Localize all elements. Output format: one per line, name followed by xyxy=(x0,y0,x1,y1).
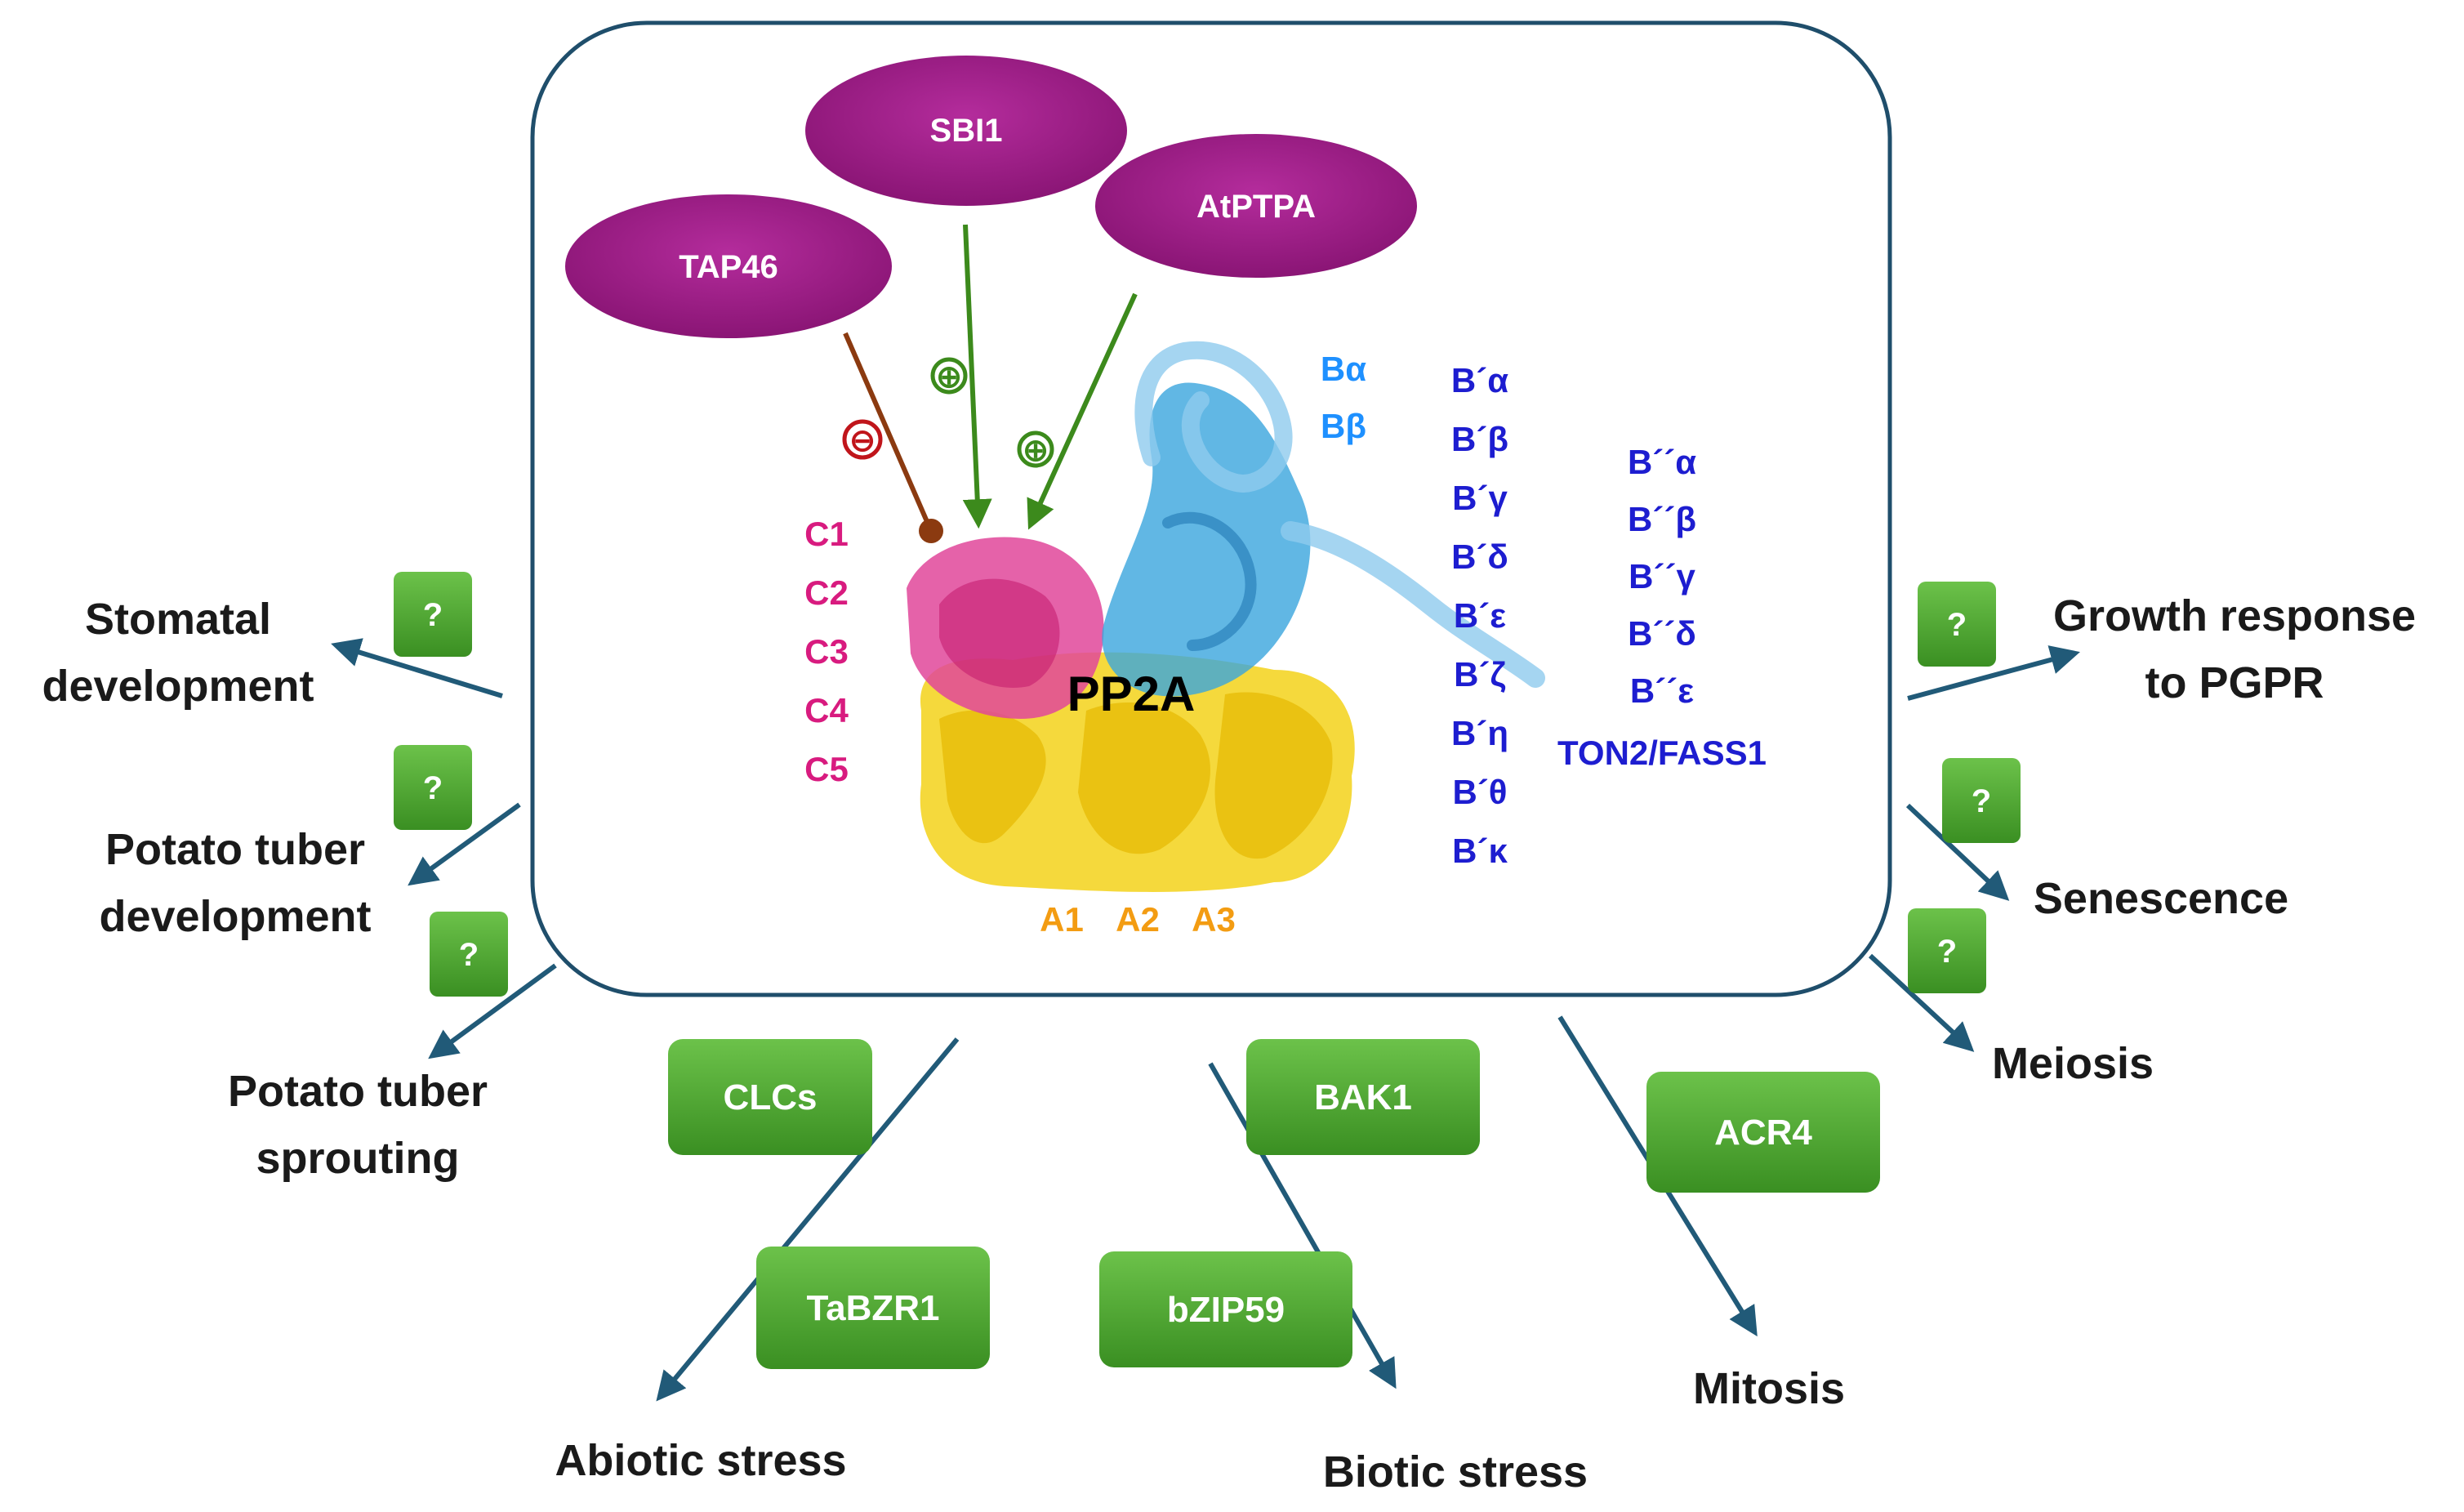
svg-text:⊕: ⊕ xyxy=(1023,434,1049,468)
subunit-bp-3: B´γ xyxy=(1452,479,1508,517)
subunit-bp-9: B´κ xyxy=(1452,832,1508,870)
regulator-atptpa: AtPTPA xyxy=(1095,134,1417,278)
outcome-biotic: Biotic stress xyxy=(1323,1447,1588,1496)
svg-text:⊕: ⊕ xyxy=(936,360,962,395)
unknown-markers: ? ? ? ? ? ? xyxy=(394,572,2021,997)
outcome-stomatal-1: Stomatal xyxy=(85,595,271,644)
arrow-abiotic xyxy=(656,1037,960,1402)
subunit-bp-2: B´β xyxy=(1451,420,1508,458)
tap46-inhibition-line xyxy=(843,332,933,533)
b-double-prime-subunit-list: B´´α B´´β B´´γ B´´δ B´´ε TON2/FASS1 xyxy=(1557,443,1767,772)
outcome-senescence: Senescence xyxy=(2034,874,2288,923)
outcome-tuber-dev-2: development xyxy=(99,892,371,941)
outcome-mitosis: Mitosis xyxy=(1693,1364,1845,1413)
interactor-acr4: ACR4 xyxy=(1714,1113,1812,1153)
tap46-minus-sign: ⊖ xyxy=(842,419,883,460)
subunit-b-alpha: Bα xyxy=(1321,350,1366,388)
regulator-atptpa-label: AtPTPA xyxy=(1196,189,1316,225)
outcome-tuber-sprout-2: sprouting xyxy=(256,1134,460,1183)
subunit-c3: C3 xyxy=(804,632,849,671)
subunit-bpp-5: B´´ε xyxy=(1630,671,1694,710)
outcome-pgpr-2: to PGPR xyxy=(2145,658,2324,707)
catalytic-subunit-list: C1 C2 C3 C4 C5 xyxy=(804,515,849,788)
interactor-bak1-box xyxy=(1246,1039,1480,1155)
subunit-bp-5: B´ε xyxy=(1454,596,1506,635)
interactor-bzip59: bZIP59 xyxy=(1167,1290,1285,1330)
subunit-bp-8: B´θ xyxy=(1452,773,1507,811)
regulator-sbi1-label: SBI1 xyxy=(930,113,1003,149)
regulator-sbi1: SBI1 xyxy=(805,56,1127,206)
subunit-bp-7: B´η xyxy=(1451,714,1508,752)
unknown-tuber-dev: ? xyxy=(423,770,443,806)
interactor-boxes: CLCs TaBZR1 BAK1 bZIP59 ACR4 xyxy=(668,1039,1880,1369)
arrow-tuber-sprout xyxy=(428,963,557,1059)
cell-frame xyxy=(530,20,1892,997)
interactor-bak1: BAK1 xyxy=(1314,1077,1412,1117)
outcome-abiotic: Abiotic stress xyxy=(555,1436,846,1485)
sbi1-activation-arrow xyxy=(962,224,992,529)
subunit-a1: A1 xyxy=(1040,900,1084,939)
interactor-tabzr1: TaBZR1 xyxy=(807,1288,940,1328)
arrow-stomatal xyxy=(331,638,503,698)
subunit-a3: A3 xyxy=(1192,900,1236,939)
regulator-tap46-label: TAP46 xyxy=(679,249,778,285)
outcome-tuber-dev-1: Potato tuber xyxy=(105,825,365,874)
outcome-pgpr-1: Growth response xyxy=(2053,591,2416,640)
interactor-acr4-box xyxy=(1646,1072,1880,1193)
pp2a-label: PP2A xyxy=(1067,667,1196,721)
outcome-stomatal-2: development xyxy=(42,662,314,711)
subunit-b-beta: Bβ xyxy=(1321,407,1366,445)
outcome-labels: Stomatal development Potato tuber develo… xyxy=(42,591,2416,1496)
scaffold-subunit-list: A1 A2 A3 xyxy=(1040,900,1236,939)
subunit-c4: C4 xyxy=(804,691,849,729)
subunit-c5: C5 xyxy=(804,750,849,788)
unknown-meiosis: ? xyxy=(1937,934,1957,970)
subunit-bpp-2: B´´β xyxy=(1628,500,1696,538)
regulator-tap46: TAP46 xyxy=(565,194,892,338)
arrow-senescence xyxy=(1905,803,2010,901)
unknown-senescence: ? xyxy=(1972,783,1991,819)
subunit-ton2-fass1: TON2/FASS1 xyxy=(1557,734,1767,772)
subunit-bpp-1: B´´α xyxy=(1628,443,1696,481)
subunit-bp-6: B´ζ xyxy=(1454,655,1506,694)
interactor-clcs: CLCs xyxy=(724,1077,818,1117)
outcome-tuber-sprout-1: Potato tuber xyxy=(228,1067,488,1116)
svg-text:⊖: ⊖ xyxy=(849,424,876,458)
subunit-a2: A2 xyxy=(1116,900,1160,939)
arrow-meiosis xyxy=(1868,953,1975,1052)
unknown-tuber-sprout: ? xyxy=(459,937,479,973)
arrow-tuber-dev xyxy=(408,802,521,886)
interactor-tabzr1-box xyxy=(756,1247,990,1369)
subunit-bp-1: B´α xyxy=(1451,361,1508,399)
subunit-c2: C2 xyxy=(804,573,849,612)
unknown-stomatal: ? xyxy=(423,597,443,633)
arrow-pgpr xyxy=(1907,645,2080,701)
atptpa-activation-arrow xyxy=(1027,292,1138,530)
subunit-bp-4: B´δ xyxy=(1451,537,1508,576)
unknown-pgpr: ? xyxy=(1947,607,1967,643)
interactor-clcs-box xyxy=(668,1039,872,1155)
tap46-inhibition-end xyxy=(919,519,943,543)
atptpa-plus-sign: ⊕ xyxy=(1017,430,1054,468)
sbi1-plus-sign: ⊕ xyxy=(930,357,968,395)
subunit-bpp-4: B´´δ xyxy=(1628,614,1696,653)
interactor-bzip59-box xyxy=(1099,1251,1352,1367)
subunit-bpp-3: B´´γ xyxy=(1629,557,1695,595)
pp2a-structure-illustration xyxy=(907,341,1545,892)
b-prime-subunit-list: B´α B´β B´γ B´δ B´ε B´ζ B´η B´θ B´κ xyxy=(1451,361,1508,870)
b-subunit-list: Bα Bβ xyxy=(1321,350,1366,445)
subunit-c1: C1 xyxy=(804,515,849,553)
arrow-biotic xyxy=(1208,1062,1397,1389)
outcome-meiosis: Meiosis xyxy=(1992,1039,2154,1088)
